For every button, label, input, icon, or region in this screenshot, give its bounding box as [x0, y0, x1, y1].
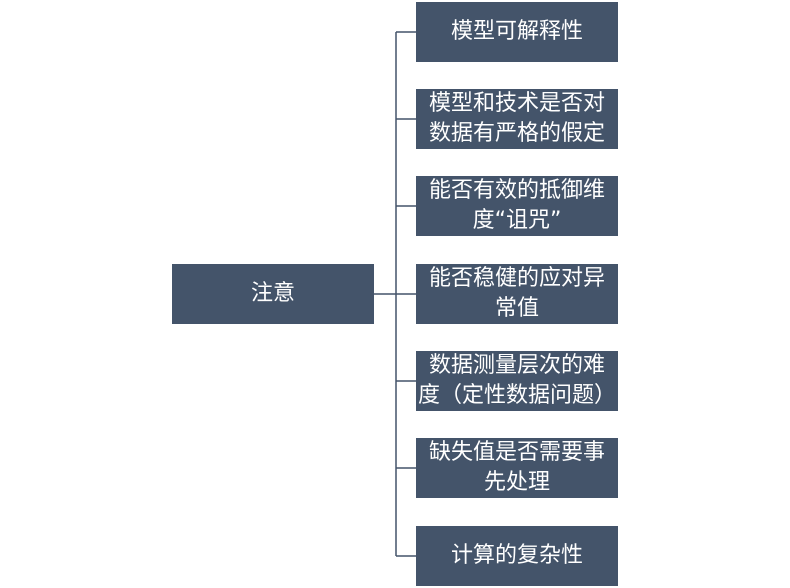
branch-node-curse-of-dimensionality: 能否有效的抵御维 度“诅咒”	[416, 176, 618, 236]
branch-node-data-assumptions: 模型和技术是否对 数据有严格的假定	[416, 89, 618, 149]
root-label: 注意	[250, 281, 295, 306]
branch-label-line: 先处理	[483, 470, 550, 495]
branch-label-line: 模型和技术是否对	[428, 91, 605, 116]
branch-label-line: 度（定性数据问题）	[418, 383, 617, 408]
branch-node-computational-complexity: 计算的复杂性	[416, 526, 618, 586]
branch-label-line: 常值	[494, 296, 539, 321]
branch-label-line: 能否稳健的应对异	[428, 266, 605, 291]
branch-node-missing-values: 缺失值是否需要事 先处理	[416, 438, 618, 498]
branch-label-line: 缺失值是否需要事	[428, 440, 605, 465]
branch-node-measurement-level: 数据测量层次的难 度（定性数据问题）	[416, 351, 618, 411]
branch-node-model-interpretability: 模型可解释性	[416, 2, 618, 62]
branch-label-line: 模型可解释性	[450, 19, 583, 44]
branch-label-line: 数据测量层次的难	[428, 353, 605, 378]
branch-label-line: 计算的复杂性	[450, 543, 583, 568]
branch-label-line: 度“诅咒”	[472, 208, 562, 233]
root-node: 注意	[172, 264, 374, 324]
branch-label-line: 数据有严格的假定	[428, 121, 605, 146]
branch-label-line: 能否有效的抵御维	[428, 178, 605, 203]
branch-node-outlier-robustness: 能否稳健的应对异 常值	[416, 264, 618, 324]
